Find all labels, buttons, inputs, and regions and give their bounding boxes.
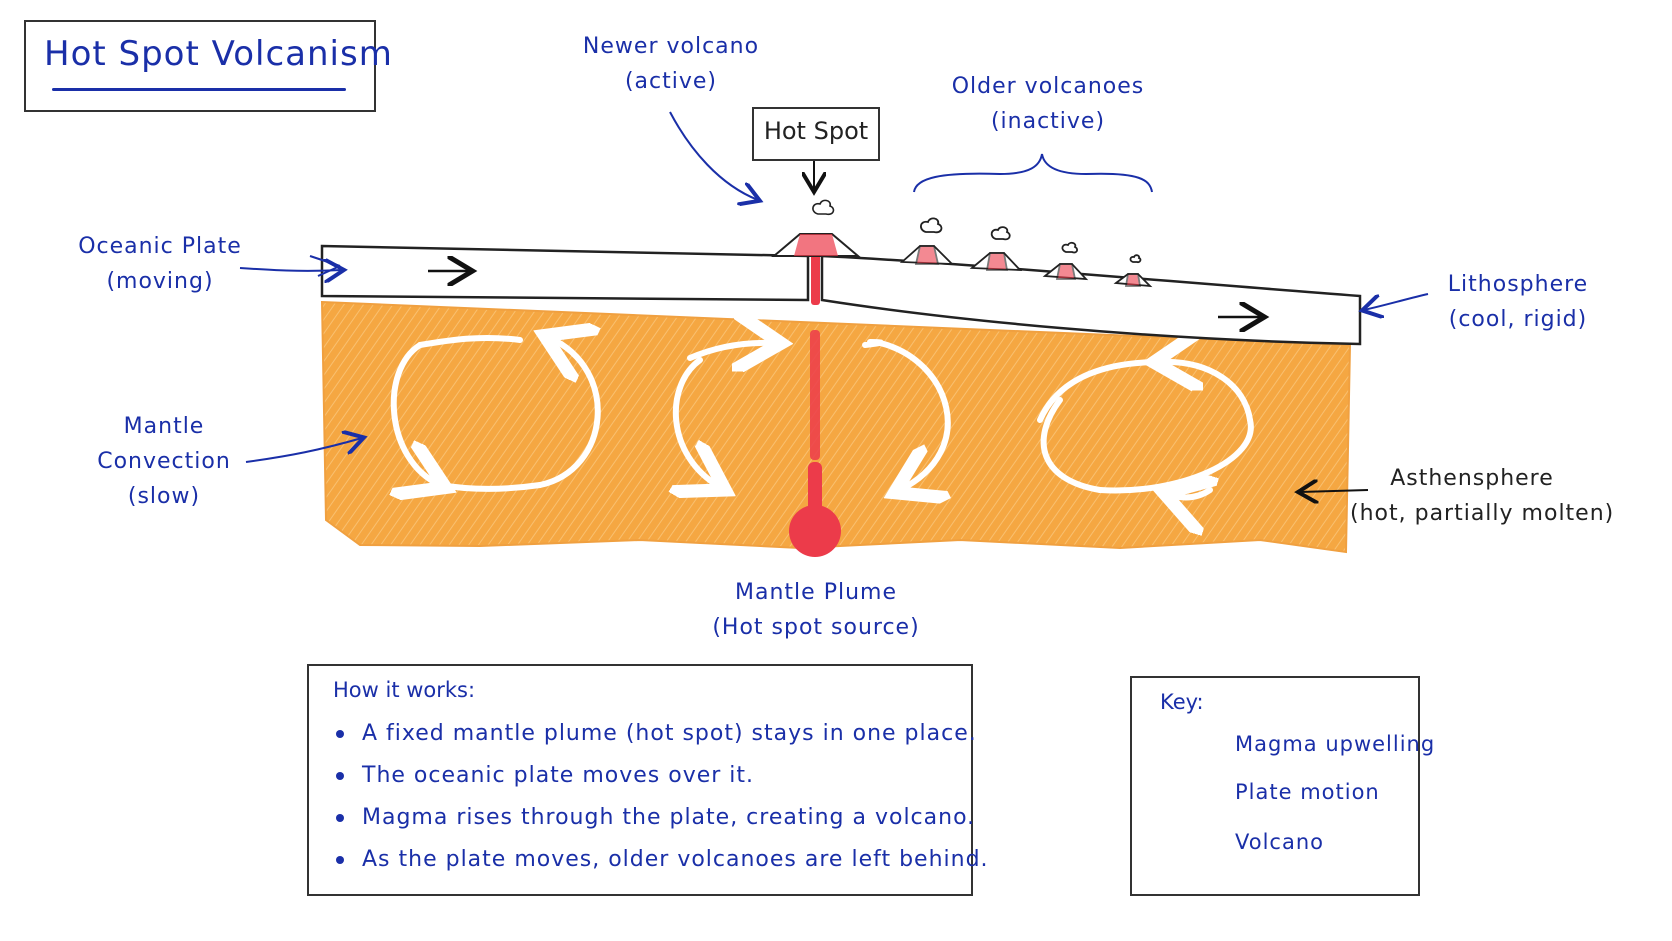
- how-it-works-item: The oceanic plate moves over it.: [336, 763, 754, 788]
- lithosphere-left: [320, 244, 810, 302]
- key-label-magma-upwelling: Magma upwelling: [1235, 732, 1436, 756]
- oceanic-plate-label: Oceanic Plate (moving): [78, 234, 242, 294]
- pointer-arrows: [239, 111, 1429, 492]
- key-label-plate-motion: Plate motion: [1235, 780, 1380, 804]
- mantle-plume: [789, 235, 841, 557]
- convection-cells: [394, 338, 1254, 498]
- older-volcanoes: [899, 217, 1153, 288]
- title-underline: [52, 88, 346, 91]
- how-it-works-item: A fixed mantle plume (hot spot) stays in…: [336, 721, 977, 746]
- bullet-icon: [336, 856, 344, 864]
- how-it-works-item: As the plate moves, older volcanoes are …: [336, 847, 989, 872]
- key-label-volcano: Volcano: [1235, 830, 1324, 854]
- hot-spot-label: Hot Spot: [763, 117, 869, 145]
- key-box: [1130, 676, 1420, 896]
- key-title: Key:: [1160, 690, 1204, 714]
- mantle-plume-label: Mantle Plume (Hot spot source): [712, 580, 920, 640]
- how-it-works-box: [307, 664, 973, 896]
- lithosphere-right: [820, 254, 1362, 346]
- title-box: [24, 20, 376, 112]
- lithosphere-label: Lithosphere (cool, rigid): [1447, 272, 1589, 332]
- newer-volcano-label: Newer volcano (active): [582, 34, 760, 94]
- older-volcanoes-label: Older volcanoes (inactive): [951, 74, 1145, 134]
- mantle-convection-label: Mantle Convection (slow): [97, 414, 231, 509]
- page-title: Hot Spot Volcanism: [44, 34, 393, 74]
- asthenosphere-label: Asthensphere (hot, partially molten): [1350, 466, 1615, 526]
- bullet-icon: [336, 730, 344, 738]
- bullet-icon: [336, 772, 344, 780]
- how-it-works-title: How it works:: [333, 678, 476, 702]
- bullet-icon: [336, 814, 344, 822]
- how-it-works-item: Magma rises through the plate, creating …: [336, 805, 975, 830]
- hot-spot-box: [752, 107, 880, 161]
